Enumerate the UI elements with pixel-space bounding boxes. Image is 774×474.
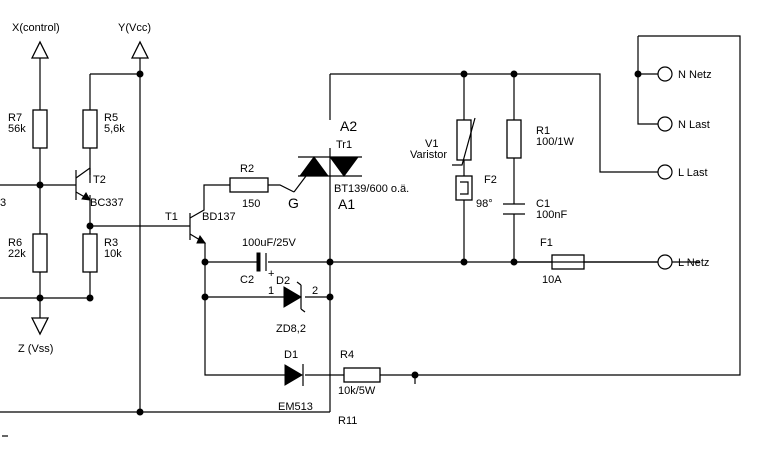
v1-name: V1 — [425, 138, 438, 150]
r2-name: R2 — [240, 163, 254, 175]
r5-value: 5,6k — [104, 123, 125, 135]
r3-name: R3 — [104, 237, 118, 249]
d2-pin1: 1 — [268, 285, 274, 297]
thermal-fuse-f2: F2 98° — [455, 174, 497, 210]
terminal-n-last[interactable]: N Last — [657, 116, 710, 132]
triac-name: Tr1 — [336, 139, 352, 151]
resistor-r3: R3 10k — [82, 233, 122, 273]
c1-name: C1 — [536, 198, 550, 210]
l-last-label: L Last — [678, 167, 708, 179]
c2-plus: + — [268, 268, 274, 280]
resistor-r4: R4 10k/5W — [338, 349, 381, 397]
triac-a1-label: A1 — [338, 196, 355, 212]
c2-name: C2 — [240, 274, 254, 286]
port-x-control-label: X(control) — [12, 22, 60, 34]
capacitor-c2: 100uF/25V C2 + — [240, 237, 296, 286]
triac-value: BT139/600 o.ä. — [334, 183, 409, 195]
resistor-r7: R7 56k — [8, 109, 48, 149]
c2-value: 100uF/25V — [242, 237, 296, 249]
wires — [0, 35, 741, 413]
triac-tr1: A2 Tr1 BT139/600 o.ä. A1 G — [288, 118, 409, 212]
v1-value: Varistor — [410, 149, 447, 161]
f1-value: 10A — [542, 274, 562, 286]
d2-value: ZD8,2 — [276, 323, 306, 335]
n-last-label: N Last — [678, 119, 710, 131]
l-netz-label: L Netz — [678, 257, 709, 269]
r1-value: 100/1W — [536, 136, 575, 148]
varistor-v1: V1 Varistor — [410, 117, 476, 166]
d2-pin2: 2 — [312, 285, 318, 297]
port-z-vss: Z (Vss) — [18, 317, 53, 355]
fuse-f1: F1 10A — [540, 237, 585, 286]
r6-name: R6 — [8, 237, 22, 249]
c1-value: 100nF — [536, 209, 567, 221]
r4-name: R4 — [340, 349, 354, 361]
resistor-r6: R6 22k — [8, 233, 48, 273]
edge-label: 3 — [0, 197, 6, 209]
transistor-t1: T1 BD137 — [165, 211, 236, 244]
r7-value: 56k — [8, 123, 26, 135]
r11-name: R11 — [338, 415, 357, 427]
port-x-control: X(control) — [12, 22, 60, 59]
r1-name: R1 — [536, 125, 550, 137]
r7-name: R7 — [8, 112, 22, 124]
r2-value: 150 — [242, 198, 260, 210]
d2-name: D2 — [276, 275, 290, 287]
terminal-n-netz[interactable]: N Netz — [657, 66, 712, 82]
t1-value: BD137 — [202, 211, 236, 223]
port-y-vcc: Y(Vcc) — [118, 22, 151, 59]
d1-name: D1 — [284, 349, 298, 361]
port-y-vcc-label: Y(Vcc) — [118, 22, 151, 34]
t2-value: BC337 — [90, 197, 124, 209]
triac-a2-label: A2 — [340, 118, 357, 134]
terminal-l-netz[interactable]: L Netz — [657, 254, 709, 270]
r3-value: 10k — [104, 248, 122, 260]
f2-value: 98° — [476, 198, 493, 210]
n-netz-label: N Netz — [678, 69, 712, 81]
port-z-vss-label: Z (Vss) — [18, 343, 53, 355]
capacitor-c1: C1 100nF — [503, 198, 567, 221]
d1-value: EM513 — [278, 401, 313, 413]
transistor-t2: T2 BC337 — [75, 167, 124, 209]
f2-name: F2 — [484, 174, 497, 186]
t2-name: T2 — [93, 174, 106, 186]
r5-name: R5 — [104, 112, 118, 124]
r4-value: 10k/5W — [338, 385, 376, 397]
r6-value: 22k — [8, 248, 26, 260]
terminal-l-last[interactable]: L Last — [657, 164, 708, 180]
f1-name: F1 — [540, 237, 553, 249]
resistor-r2: R2 150 — [229, 163, 269, 210]
t1-name: T1 — [165, 211, 178, 223]
junction-dots — [36, 70, 642, 416]
resistor-r1: R1 100/1W — [506, 119, 575, 159]
zener-d2: D2 1 2 ZD8,2 — [268, 275, 318, 335]
resistor-r5: R5 5,6k — [82, 109, 125, 149]
diode-d1: D1 EM513 — [278, 349, 313, 413]
triac-gate-label: G — [288, 195, 299, 211]
